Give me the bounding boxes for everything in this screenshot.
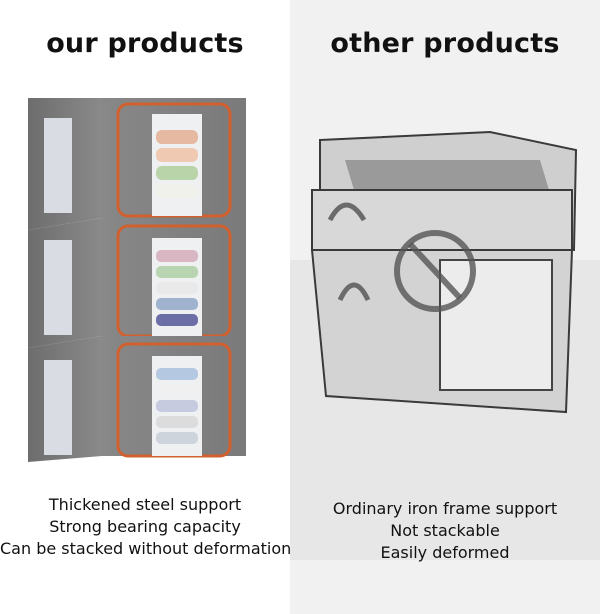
box-middle <box>28 218 246 348</box>
box-top <box>28 98 246 230</box>
feature-line: Not stackable <box>390 521 500 540</box>
other-products-panel: other products Ordinary iron frame suppo… <box>290 0 600 614</box>
other-products-features: Ordinary iron frame support Not stackabl… <box>290 498 600 564</box>
box-bottom <box>28 336 246 462</box>
flimsy-storage-bag-image <box>310 130 578 414</box>
our-products-title: our products <box>46 28 244 59</box>
other-products-title: other products <box>330 28 560 59</box>
our-products-panel: our products <box>0 0 292 614</box>
stacked-storage-boxes-image <box>28 98 246 462</box>
feature-line: Easily deformed <box>380 543 510 562</box>
our-products-features: Thickened steel support Strong bearing c… <box>0 494 292 560</box>
no-symbol-icon <box>394 230 476 312</box>
feature-line: Strong bearing capacity <box>49 517 241 536</box>
feature-line: Can be stacked without deformation <box>0 539 292 558</box>
feature-line: Ordinary iron frame support <box>332 499 558 518</box>
feature-line: Thickened steel support <box>48 495 242 514</box>
